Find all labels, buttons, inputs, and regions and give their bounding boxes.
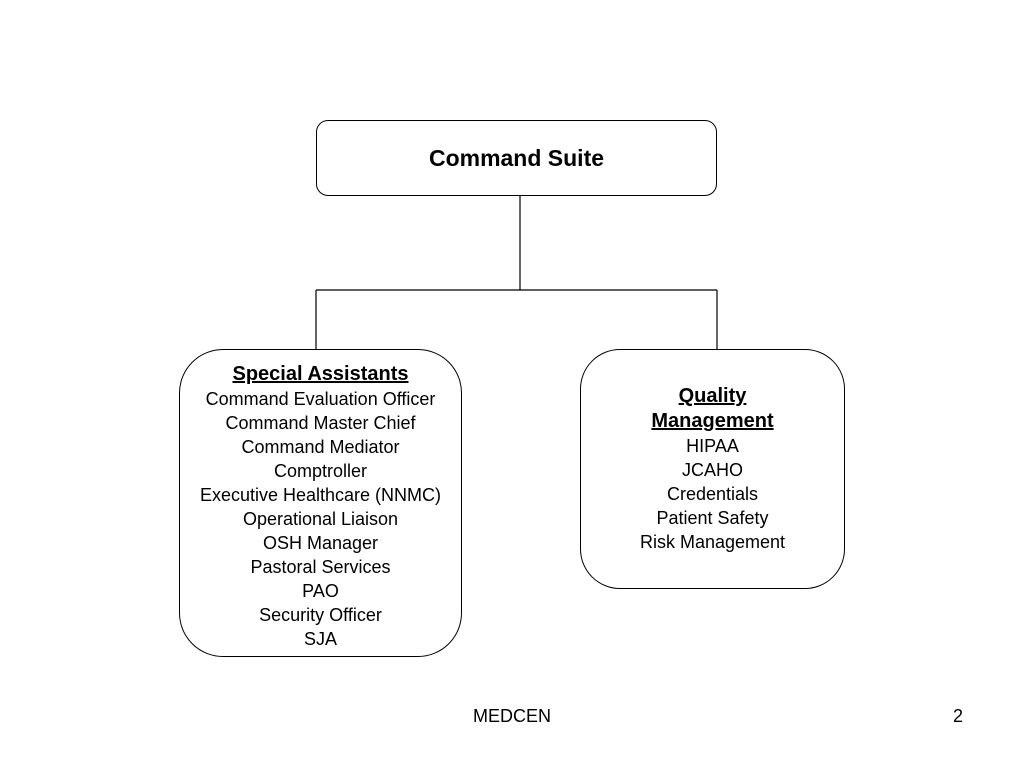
quality-management-heading: Quality Management (651, 385, 774, 432)
list-item: HIPAA (686, 436, 739, 456)
list-item: Executive Healthcare (NNMC) (199, 485, 442, 505)
list-item: Comptroller (273, 461, 368, 481)
command-suite-title: Command Suite (428, 144, 605, 171)
list-item: JCAHO (681, 460, 743, 480)
list-item: Command Mediator (241, 437, 400, 457)
command-suite-box: Command Suite (316, 120, 717, 196)
list-item: PAO (302, 581, 339, 601)
list-item: Command Master Chief (225, 413, 416, 433)
special-assistants-box: Special Assistants Command Evaluation Of… (179, 349, 462, 657)
list-item: Risk Management (639, 532, 786, 552)
list-item: Security Officer (259, 605, 382, 625)
special-assistants-heading: Special Assistants (232, 363, 409, 385)
list-item: Pastoral Services (250, 557, 391, 577)
page-number: 2 (952, 706, 963, 726)
list-item: Command Evaluation Officer (205, 389, 436, 409)
footer-label: MEDCEN (472, 706, 551, 726)
special-assistants-list: Command Evaluation Officer Command Maste… (180, 387, 461, 651)
quality-management-box: Quality Management HIPAA JCAHO Credentia… (580, 349, 845, 589)
list-item: Patient Safety (656, 508, 769, 528)
list-item: OSH Manager (262, 533, 379, 553)
list-item: SJA (303, 629, 337, 649)
quality-management-list: HIPAA JCAHO Credentials Patient Safety R… (581, 434, 844, 554)
list-item: Credentials (666, 484, 759, 504)
list-item: Operational Liaison (242, 509, 399, 529)
